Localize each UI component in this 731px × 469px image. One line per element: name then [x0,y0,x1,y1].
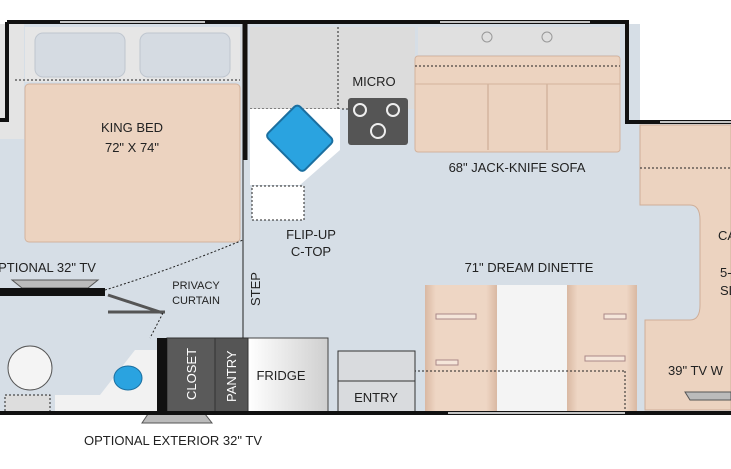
pantry-label: PANTRY [224,350,239,402]
windows [60,21,731,414]
pantry[interactable] [214,337,249,413]
fridge[interactable] [247,337,329,413]
dinette-label: 71" DREAM DINETTE [465,260,594,275]
micro-label: MICRO [352,74,395,89]
closet[interactable] [166,337,216,413]
optional-tv-label: OPTIONAL 32" TV [0,260,96,275]
cab-label-2: 5- [720,265,731,280]
galley-counter [250,27,415,109]
entry-step[interactable] [337,350,416,413]
bathroom [4,239,244,413]
king-bed[interactable] [15,27,241,243]
fridge-label: FRIDGE [256,368,305,383]
step-label: STEP [248,272,263,306]
exterior-tv-label: OPTIONAL EXTERIOR 32" TV [84,433,262,448]
privacy-label: PRIVACY [172,280,220,292]
cab-seating[interactable] [639,124,731,411]
tv-wall[interactable] [684,391,731,401]
optional-exterior-tv[interactable] [141,413,214,424]
flip-up-label: FLIP-UP [286,227,336,242]
curtain-label: CURTAIN [172,295,220,307]
jack-knife-sofa[interactable] [414,27,621,153]
dream-dinette[interactable] [338,285,637,412]
sofa-label: 68" JACK-KNIFE SOFA [449,160,586,175]
flip-up-c-top[interactable] [251,185,305,221]
closet-label: CLOSET [184,348,199,400]
sink[interactable] [265,104,334,173]
king-bed-size-label: 72" X 74" [105,140,159,155]
toilet[interactable] [7,345,53,391]
entry-label: ENTRY [354,390,398,405]
c-top-label: C-TOP [291,244,331,259]
tv-wall-label: 39" TV W [668,363,724,378]
stove[interactable] [348,98,408,145]
cab-label-3: SL [720,283,731,298]
bathroom-sink[interactable] [113,365,143,391]
cab-label-1: CA [718,228,731,243]
optional-tv[interactable] [10,279,100,289]
king-bed-label: KING BED [101,120,163,135]
